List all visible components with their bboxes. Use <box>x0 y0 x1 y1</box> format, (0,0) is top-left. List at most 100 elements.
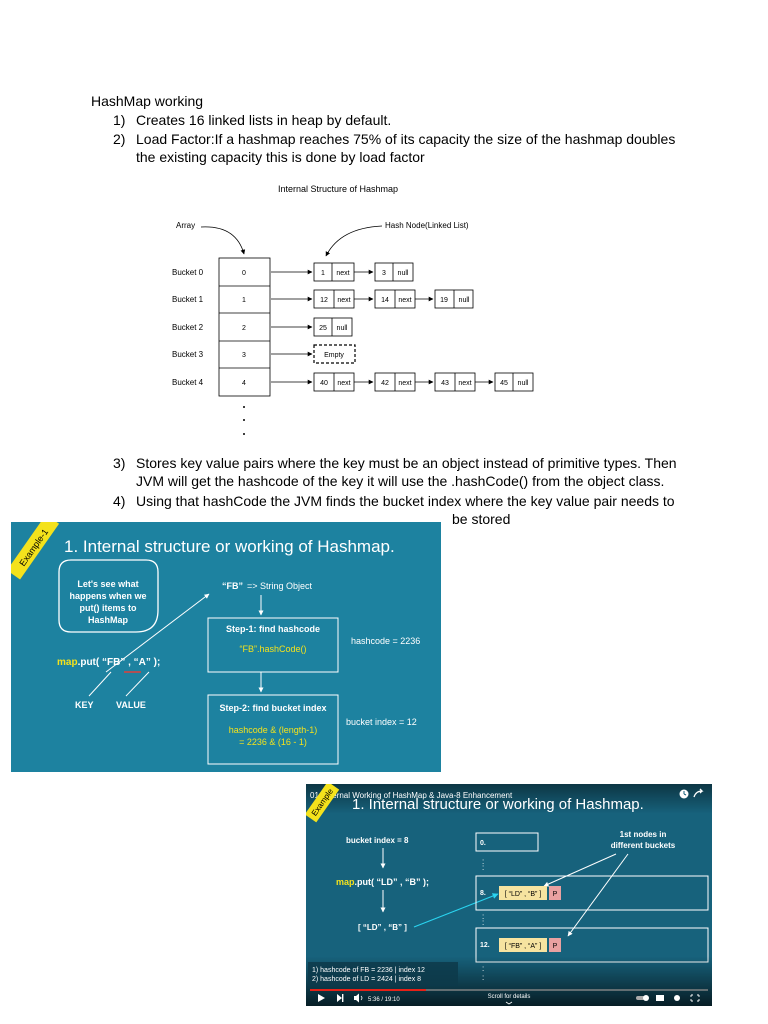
array-pointer-arrow <box>200 226 246 255</box>
chevron-down-icon[interactable] <box>505 1001 513 1005</box>
fullscreen-icon[interactable] <box>690 994 700 1002</box>
gear-icon[interactable] <box>674 995 680 1001</box>
progress-track[interactable] <box>310 989 708 991</box>
put-call: map.put( “FB” , “A” ); <box>57 657 160 668</box>
progress-fill <box>310 989 426 991</box>
caption-box <box>308 962 458 986</box>
string-object-label: “FB”=> String Object <box>222 581 313 591</box>
slide-title: 1. Internal structure or working of Hash… <box>64 537 395 556</box>
svg-text:HashMap: HashMap <box>88 615 129 625</box>
node-box <box>499 886 547 900</box>
doc-heading: HashMap working <box>91 93 204 109</box>
svg-text:hashcode & (length-1): hashcode & (length-1) <box>229 725 318 735</box>
node-key: 1 <box>321 270 325 277</box>
empty-label: Empty <box>324 352 344 359</box>
node-next: null <box>398 270 409 277</box>
key-to-string-arrow <box>105 593 210 673</box>
list-item: 1) Creates 16 linked lists in heap by de… <box>113 111 713 129</box>
scroll-hint[interactable]: Scroll for details <box>488 994 531 1000</box>
node-label: Hash Node(Linked List) <box>385 221 469 230</box>
list-number: 3) <box>113 455 126 471</box>
svg-text::: : <box>482 918 484 927</box>
node-key: 45 <box>500 380 508 387</box>
svg-text:1st nodes in: 1st nodes in <box>620 830 667 839</box>
volume-icon[interactable] <box>354 993 363 1003</box>
svg-text::: : <box>482 857 484 866</box>
svg-text:P: P <box>553 943 558 950</box>
node-key: 25 <box>319 325 327 332</box>
list-text: be stored <box>452 511 511 527</box>
bucket-index: 3 <box>242 352 246 359</box>
speech-bubble <box>58 559 159 633</box>
list-number: 4) <box>113 493 126 509</box>
list-item: 2) Load Factor:If a hashmap reaches 75% … <box>113 130 733 166</box>
bucket-label: Bucket 1 <box>172 295 204 304</box>
list-text: Load Factor:If a hashmap reaches 75% of … <box>136 131 676 147</box>
svg-text:= 2236 & (16 - 1): = 2236 & (16 - 1) <box>239 737 307 747</box>
node-next: null <box>337 325 348 332</box>
entry-label: [ “LD” , “B” ] <box>358 923 407 932</box>
list-item: 3) Stores key value pairs where the key … <box>113 454 733 490</box>
node-key: 19 <box>440 297 448 304</box>
bucket-label: Bucket 0 <box>172 268 204 277</box>
list-number: 2) <box>113 131 126 147</box>
node-key: 43 <box>441 380 449 387</box>
insert-arrow <box>413 893 499 928</box>
node-next: null <box>459 297 470 304</box>
subtitles-icon[interactable] <box>656 995 664 1001</box>
node-next: next <box>337 297 350 304</box>
slide-title: 1. Internal structure or working of Hash… <box>352 796 644 813</box>
list-item: 4) Using that hashCode the JVM finds the… <box>113 492 733 528</box>
video-player[interactable]: 01. Internal Working of HashMap & Java-8… <box>306 784 712 1006</box>
play-icon[interactable] <box>318 994 325 1002</box>
node-next: next <box>398 297 411 304</box>
node-key: 42 <box>381 380 389 387</box>
share-icon[interactable] <box>693 788 704 798</box>
list-text: Stores key value pairs where the key mus… <box>136 455 677 471</box>
bucket-index-value: bucket index = 12 <box>346 717 417 727</box>
svg-text:[ “LD” , “B” ]: [ “LD” , “B” ] <box>505 891 542 898</box>
svg-text:put() items to: put() items to <box>80 603 137 613</box>
list-text: Using that hashCode the JVM finds the bu… <box>136 493 675 509</box>
diagram-title: Internal Structure of Hashmap <box>278 184 398 194</box>
list-text: JVM will get the hashcode of the key it … <box>136 473 665 489</box>
bucket-slot-0 <box>475 832 539 852</box>
hash-node <box>313 317 353 337</box>
svg-text:“FB”.hashCode(): “FB”.hashCode() <box>239 644 306 654</box>
bucket-index-label: bucket index = 8 <box>346 836 409 845</box>
svg-text:8.: 8. <box>480 890 486 897</box>
svg-text:0.: 0. <box>480 840 486 847</box>
svg-text:different buckets: different buckets <box>611 841 676 850</box>
array-label: Array <box>176 221 195 230</box>
list-text: the existing capacity this is done by lo… <box>136 149 425 165</box>
step2-box <box>207 694 339 765</box>
example-slide-1: Example-1 1. Internal structure or worki… <box>11 522 441 772</box>
node-next: next <box>337 380 350 387</box>
bucket-row-3: Bucket 3 3 Empty <box>172 344 356 364</box>
svg-text:Step-1: find hashcode: Step-1: find hashcode <box>226 624 320 634</box>
hash-node <box>374 262 414 282</box>
svg-text:P: P <box>553 891 558 898</box>
node-key: 3 <box>382 270 386 277</box>
clock-icon[interactable] <box>679 789 689 799</box>
bucket-index: 2 <box>242 325 246 332</box>
bucket-row-2: Bucket 2 2 25 null <box>172 317 353 337</box>
svg-text::: : <box>482 973 484 982</box>
svg-text:12.: 12. <box>480 942 490 949</box>
hashmap-structure-diagram: Internal Structure of Hashmap Array Hash… <box>172 184 534 435</box>
autoplay-toggle[interactable] <box>636 995 649 1001</box>
bucket-label: Bucket 2 <box>172 323 204 332</box>
pointer-box <box>549 938 561 952</box>
video-title: 01. Internal Working of HashMap & Java-8… <box>310 791 513 800</box>
list-number: 1) <box>113 112 126 128</box>
node-key: 40 <box>320 380 328 387</box>
hashcode-value: hashcode = 2236 <box>351 636 420 646</box>
key-label: KEY <box>75 700 94 710</box>
pointer-box <box>549 886 561 900</box>
next-icon[interactable] <box>337 994 344 1002</box>
svg-text:2) hashcode of LD = 2424: 2) hashcode of LD = 2424 | index 8 <box>312 976 421 983</box>
bucket-row-4: Bucket 4 4 40 next 42 next 43 next 45 nu… <box>172 372 534 392</box>
empty-node <box>313 344 356 364</box>
bucket-row-0: Bucket 0 0 1 next 3 null <box>172 262 414 282</box>
bucket-slot-8 <box>475 875 709 911</box>
